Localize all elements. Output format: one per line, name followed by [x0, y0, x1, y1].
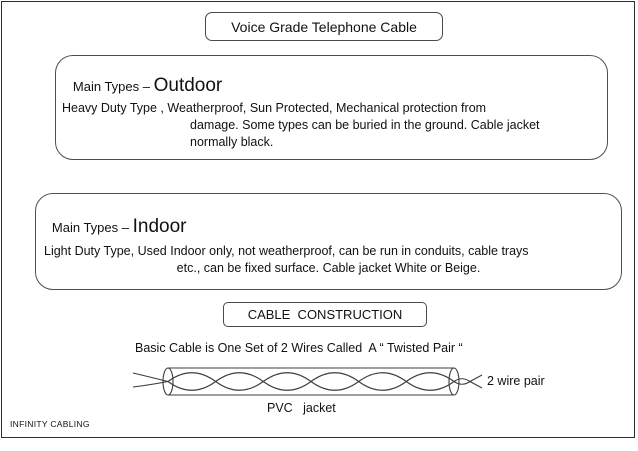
- wire-1: [132, 372, 483, 391]
- wire-pair-label: 2 wire pair: [487, 374, 545, 388]
- outdoor-body-line3: normally black.: [190, 135, 274, 149]
- indoor-heading-prefix: Main Types –: [51, 220, 133, 235]
- outdoor-heading-prefix: Main Types –: [72, 79, 154, 94]
- twisted-pair-caption: Basic Cable is One Set of 2 Wires Called…: [135, 341, 463, 355]
- jacket-right-end: [448, 367, 460, 396]
- outdoor-body-line1: Heavy Duty Type , Weatherproof, Sun Prot…: [62, 101, 487, 115]
- footer-brand: INFINITY CABLING: [10, 419, 90, 429]
- indoor-body-line1: Light Duty Type, Used Indoor only, not w…: [44, 244, 529, 258]
- pvc-jacket-label: PVC jacket: [267, 401, 336, 415]
- outdoor-heading-emphasis: Outdoor: [153, 75, 223, 96]
- indoor-body-line2: etc., can be fixed surface. Cable jacket…: [176, 261, 481, 275]
- indoor-types-box: [35, 193, 622, 290]
- slide-title: Voice Grade Telephone Cable: [231, 18, 417, 35]
- pvc-jacket-cylinder: [162, 367, 460, 396]
- outdoor-types-box: [55, 55, 608, 160]
- slide-title-box: Voice Grade Telephone Cable: [205, 12, 443, 41]
- indoor-heading: Main Types – Indoor: [43, 198, 187, 238]
- twisted-pair-diagram: [132, 367, 483, 396]
- wire-2: [132, 372, 483, 391]
- indoor-heading-emphasis: Indoor: [132, 216, 187, 237]
- outdoor-heading: Main Types – Outdoor: [64, 57, 222, 97]
- jacket-left-end: [162, 367, 174, 396]
- cable-construction-box: CABLE CONSTRUCTION: [223, 302, 427, 327]
- outdoor-body-line2: damage. Some types can be buried in the …: [190, 118, 540, 132]
- cable-construction-label: CABLE CONSTRUCTION: [247, 307, 403, 322]
